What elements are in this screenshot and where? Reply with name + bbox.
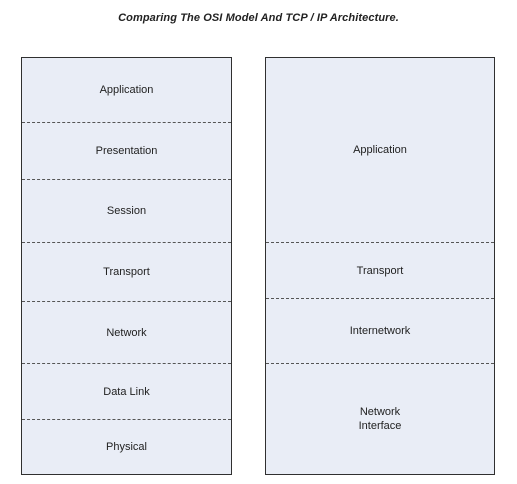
osi-layer-network: Network — [22, 302, 231, 364]
osi-model-stack: Application Presentation Session Transpo… — [21, 57, 232, 475]
tcp-layer-label: Network Interface — [358, 406, 402, 432]
osi-layer-label: Session — [106, 205, 147, 217]
osi-layer-label: Transport — [103, 266, 150, 278]
osi-layer-presentation: Presentation — [22, 123, 231, 180]
osi-layer-label: Presentation — [95, 145, 158, 157]
osi-layer-label: Physical — [106, 441, 147, 453]
osi-layer-transport: Transport — [22, 243, 231, 302]
tcp-layer-label: Internetwork — [349, 325, 411, 337]
osi-layer-application: Application — [22, 58, 231, 123]
tcp-layer-label: Application — [353, 144, 407, 156]
tcp-ip-stack: Application Transport Internetwork Netwo… — [265, 57, 495, 475]
osi-layer-session: Session — [22, 180, 231, 243]
osi-layer-label: Data Link — [103, 385, 150, 398]
osi-layer-data-link: Data Link — [22, 364, 231, 420]
tcp-layer-transport: Transport — [266, 243, 494, 299]
tcp-layer-label: Transport — [356, 264, 404, 277]
diagram-title: Comparing The OSI Model And TCP / IP Arc… — [118, 12, 399, 24]
osi-layer-label: Network — [106, 326, 147, 339]
tcp-layer-internetwork: Internetwork — [266, 299, 494, 364]
tcp-layer-application: Application — [266, 58, 494, 243]
osi-layer-physical: Physical — [22, 420, 231, 474]
osi-layer-label: Application — [99, 84, 154, 96]
tcp-layer-network-interface: Network Interface — [266, 364, 494, 474]
